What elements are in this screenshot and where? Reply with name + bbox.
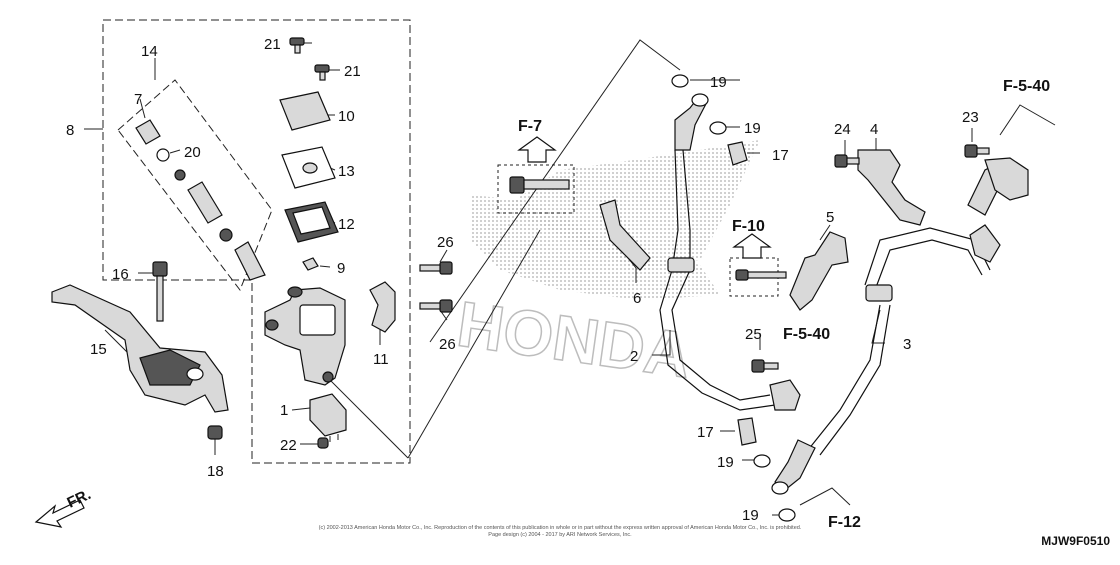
part-piston xyxy=(187,181,223,224)
part-bolt-17a xyxy=(727,141,748,166)
ref-f12: F-12 xyxy=(828,514,861,531)
part-boot-7 xyxy=(135,119,161,145)
callout-label: 13 xyxy=(338,163,355,180)
part-bracket-4 xyxy=(857,149,926,226)
callout-label: 17 xyxy=(697,424,714,441)
callout-label: 23 xyxy=(962,109,979,126)
f10-up-arrow-icon xyxy=(732,233,772,259)
ref-f10: F-10 xyxy=(732,218,765,235)
honda-watermark-logo xyxy=(470,140,760,300)
callout-label: 14 xyxy=(141,43,158,60)
part-screw-22 xyxy=(317,437,329,449)
part-circlip-20 xyxy=(156,148,170,162)
callout-label: 22 xyxy=(280,437,297,454)
callout-label: 5 xyxy=(826,209,834,226)
callout-label: 19 xyxy=(717,454,734,471)
callout-label: 1 xyxy=(280,402,288,419)
callout-label: 26 xyxy=(439,336,456,353)
callout-label: 10 xyxy=(338,108,355,125)
part-bolts-26 xyxy=(419,261,453,313)
callout-labels: 1 2 3 4 5 6 7 8 9 10 11 12 13 14 15 16 1… xyxy=(66,36,979,524)
part-brake-lever-15 xyxy=(51,284,229,413)
ref-f540-mid: F-5-40 xyxy=(783,326,830,343)
watermark-text: HONDA xyxy=(453,288,695,392)
part-screw-21b xyxy=(314,64,330,81)
callout-label: 17 xyxy=(772,147,789,164)
callout-label: 19 xyxy=(744,120,761,137)
callout-label: 16 xyxy=(112,266,129,283)
leader-lines xyxy=(84,39,1056,516)
callout-label: 15 xyxy=(90,341,107,358)
part-master-cylinder-body xyxy=(264,286,346,386)
callout-label: 2 xyxy=(630,348,638,365)
part-bracket-5 xyxy=(735,231,849,311)
part-bolt-23 xyxy=(964,144,990,158)
callout-label: 26 xyxy=(437,234,454,251)
callout-label: 19 xyxy=(742,507,759,524)
part-screw-21a xyxy=(289,37,305,54)
ref-f7: F-7 xyxy=(518,118,542,135)
f7-ref-box xyxy=(497,164,575,214)
part-washer-19a xyxy=(671,74,689,88)
diagram-code: MJW9F0510 xyxy=(1041,534,1110,548)
callout-label: 8 xyxy=(66,122,74,139)
part-switch-1 xyxy=(309,393,347,442)
callout-label: 20 xyxy=(184,144,201,161)
callout-label: 21 xyxy=(264,36,281,53)
part-hose-clamp-6 xyxy=(599,199,651,271)
part-bolt-25 xyxy=(751,359,779,373)
part-washer-19c xyxy=(753,454,771,468)
copyright-line-1: (c) 2002-2013 American Honda Motor Co., … xyxy=(319,525,802,531)
part-holder-11 xyxy=(369,281,396,333)
part-oil-bolt xyxy=(509,176,570,194)
part-brake-hose-2 xyxy=(671,149,771,401)
part-washer-19b xyxy=(709,121,727,135)
front-direction-arrow-icon xyxy=(34,499,85,528)
callout-label: 12 xyxy=(338,216,355,233)
part-bolt-17b xyxy=(737,417,757,446)
callout-label: 9 xyxy=(337,260,345,277)
callout-label: 19 xyxy=(710,74,727,91)
callout-label: 18 xyxy=(207,463,224,480)
master-cylinder-group-outline xyxy=(102,19,411,464)
f7-up-arrow-icon xyxy=(517,136,557,163)
piston-kit-group-outline xyxy=(117,79,273,292)
part-reservoir-cap-10 xyxy=(279,91,331,131)
callout-label: 25 xyxy=(745,326,762,343)
part-nut-18 xyxy=(207,425,223,440)
callout-label: 3 xyxy=(903,336,911,353)
part-washer-19d xyxy=(778,508,796,522)
callout-label: 24 xyxy=(834,121,851,138)
copyright-line-2: Page design (c) 2004 - 2017 by ARI Netwo… xyxy=(488,532,632,538)
part-spring xyxy=(234,241,266,281)
callout-label: 6 xyxy=(633,290,641,307)
callout-label: 21 xyxy=(344,63,361,80)
callout-label: 11 xyxy=(373,351,389,368)
front-direction-label: FR. xyxy=(65,486,94,512)
ref-f540-top: F-5-40 xyxy=(1003,78,1050,95)
callout-label: 7 xyxy=(134,91,142,108)
callout-label: 4 xyxy=(870,121,878,138)
part-bolt-24 xyxy=(834,154,860,168)
part-clip-9 xyxy=(302,257,319,271)
part-pivot-bolt-16 xyxy=(152,261,168,322)
